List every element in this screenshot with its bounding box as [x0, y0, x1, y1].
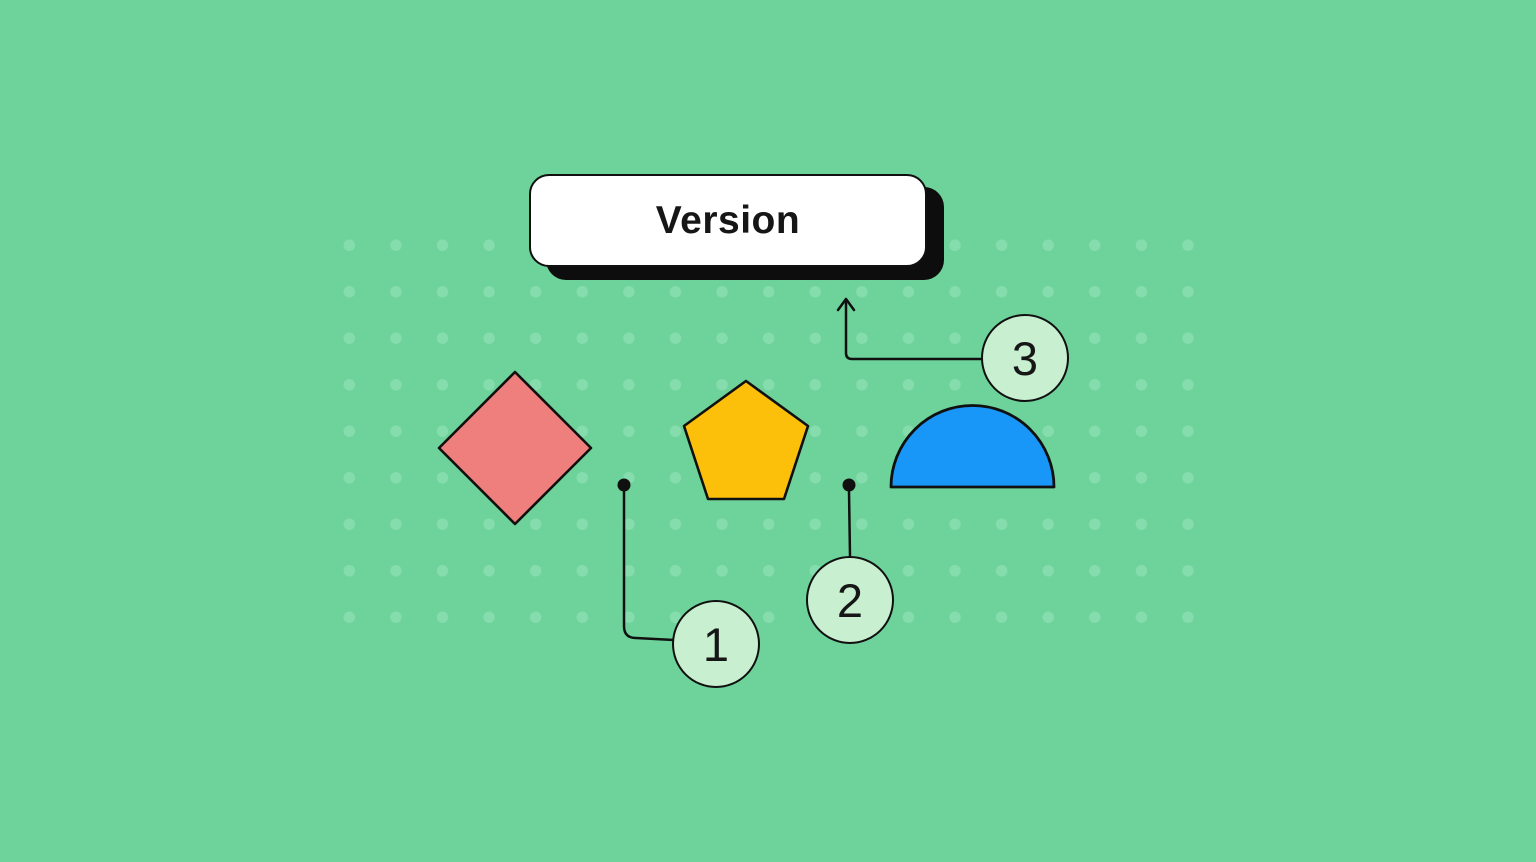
annotation-badge-3: 3 [981, 314, 1069, 402]
semicircle-shape [889, 404, 1056, 489]
arrow-up-icon [836, 297, 856, 312]
annotation-badge-3-number: 3 [1011, 331, 1039, 385]
connector-line-2 [847, 489, 852, 558]
version-card: Version [529, 174, 927, 267]
annotation-badge-2-number: 2 [836, 573, 864, 627]
diamond-shape [437, 370, 593, 526]
connector-endpoint-dot-1 [617, 478, 631, 492]
connector-endpoint-dot-2 [842, 478, 856, 492]
annotation-badge-1-number: 1 [702, 617, 730, 671]
connector-line-1 [622, 489, 676, 642]
pentagon-shape [682, 379, 810, 501]
annotation-badge-1: 1 [672, 600, 760, 688]
version-card-label: Version [655, 198, 801, 242]
connector-line-3 [844, 298, 983, 361]
annotation-badge-2: 2 [806, 556, 894, 644]
